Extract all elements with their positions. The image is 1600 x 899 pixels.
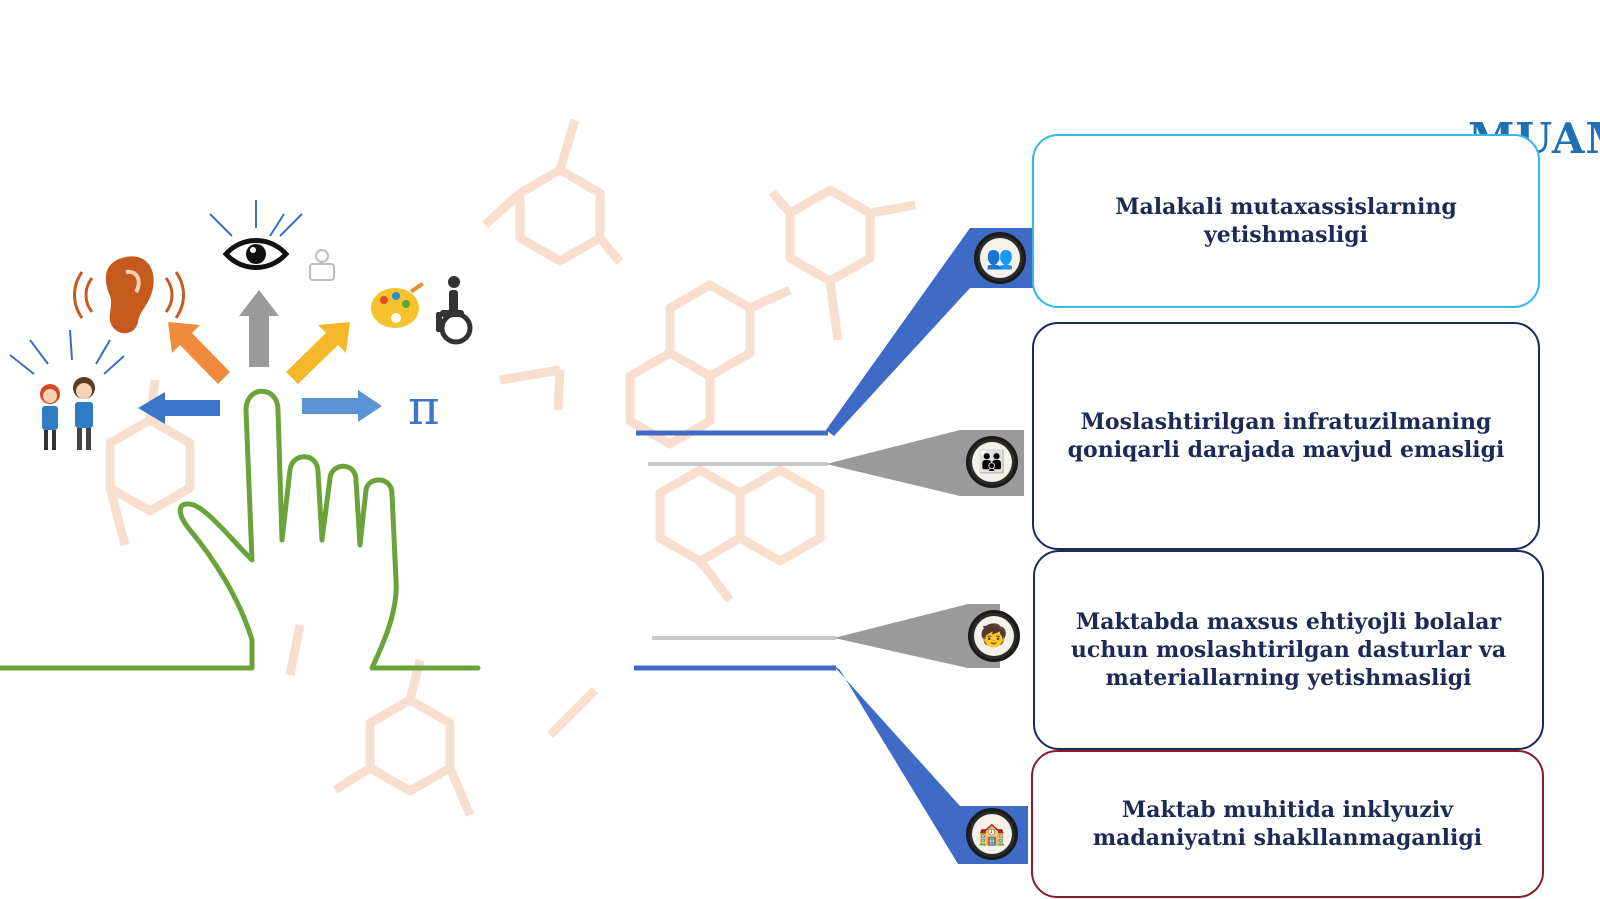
problem-3-line-3: materiallarning yetishmasligi	[1105, 665, 1472, 691]
arrow-left-icon	[138, 392, 220, 424]
children-icon	[9, 329, 125, 450]
hand-pointing-icon	[0, 388, 481, 671]
problem-4-line-1: Maktab muhitida inklyuziv	[1121, 797, 1454, 823]
arrow-up-right-icon	[286, 322, 350, 384]
problem-1-badge: 👥	[974, 232, 1026, 284]
problem-2-badge: 👪	[966, 436, 1018, 488]
paint-palette-icon	[371, 281, 424, 328]
family-group-icon: 👪	[972, 442, 1012, 482]
problem-4-badge: 🏫	[966, 808, 1018, 860]
problem-box-4: Maktab muhitida inklyuziv madaniyatni sh…	[1031, 750, 1544, 898]
eye-icon	[209, 200, 303, 270]
problem-3-badge: 🧒	[968, 610, 1020, 662]
problem-4-line-2: madaniyatni shakllanmaganligi	[1092, 825, 1483, 851]
reading-child-icon	[309, 249, 335, 281]
children-circle-icon: 🧒	[974, 616, 1014, 656]
pi-icon: π	[408, 380, 440, 436]
arrow-up-left-icon	[168, 322, 230, 384]
group-meeting-icon: 👥	[980, 238, 1020, 278]
classroom-icon: 🏫	[972, 814, 1012, 854]
problem-2-line-2: qoniqarli darajada mavjud emasligi	[1067, 437, 1505, 463]
problem-1-line-1: Malakali mutaxassislarning	[1115, 194, 1457, 220]
problem-3-line-2: uchun moslashtirilgan dasturlar va	[1070, 637, 1507, 663]
wheelchair-icon	[436, 276, 473, 345]
problem-1-line-2: yetishmasligi	[1203, 222, 1369, 248]
arrow-up-icon	[239, 290, 279, 367]
problem-box-2: Moslashtirilgan infratuzilmaning qoniqar…	[1032, 322, 1540, 550]
problem-box-1: Malakali mutaxassislarning yetishmasligi	[1032, 134, 1540, 308]
connector-3	[652, 604, 1000, 668]
problem-2-line-1: Moslashtirilgan infratuzilmaning	[1080, 409, 1492, 435]
problem-3-line-1: Maktabda maxsus ehtiyojli bolalar	[1075, 609, 1502, 635]
problem-box-3: Maktabda maxsus ehtiyojli bolalar uchun …	[1033, 550, 1544, 750]
ear-icon	[73, 256, 185, 334]
connector-1	[636, 228, 1034, 436]
arrow-right-icon	[302, 390, 382, 422]
